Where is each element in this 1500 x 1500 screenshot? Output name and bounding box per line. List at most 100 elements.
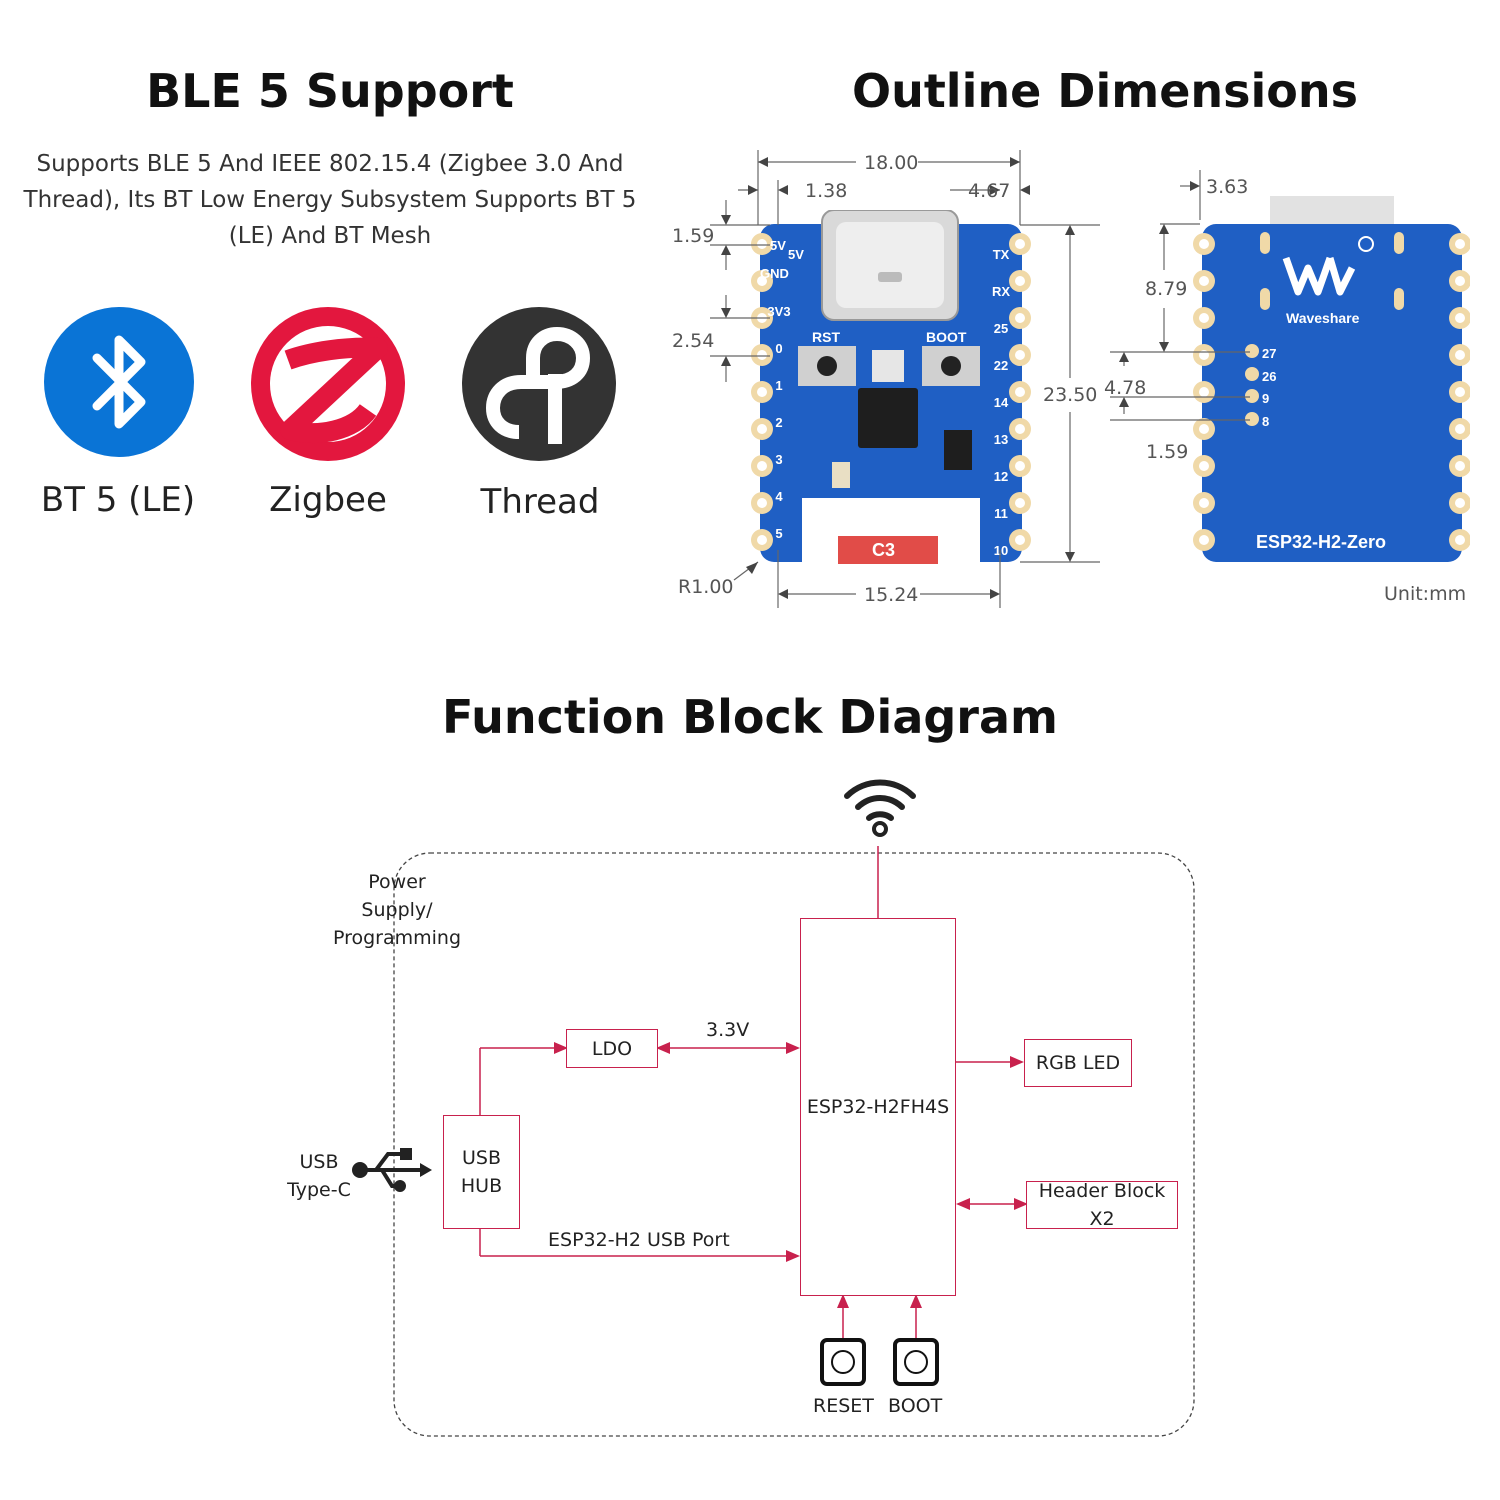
dim-top-offset: 1.59: [672, 225, 715, 247]
back-pin-label: 8: [1262, 413, 1270, 429]
ldo-block: LDO: [566, 1029, 658, 1068]
dim-left-offset: 1.38: [805, 180, 848, 202]
back-pin-label: 9: [1262, 391, 1270, 406]
pin-label: 14: [993, 395, 1009, 410]
front-dimension-lines: [710, 150, 1100, 608]
pin-label: 5V: [770, 238, 786, 253]
usb-hub-line: USB: [461, 1147, 501, 1169]
zigbee-label: Zigbee: [269, 480, 387, 520]
arrow-reset: [837, 1294, 849, 1308]
board-back: [1193, 196, 1470, 562]
usb-hub-block: USB HUB: [443, 1115, 520, 1229]
dim-height-total: 23.50: [1043, 384, 1098, 406]
back-test-pads: [1245, 344, 1259, 426]
power-supply-line: Power Supply/: [361, 871, 433, 921]
usb-port-label: ESP32-H2 USB Port: [548, 1229, 730, 1251]
bluetooth-label: BT 5 (LE): [40, 480, 196, 520]
usb-type-c-label: USB Type-C: [284, 1148, 354, 1204]
dim-corner-radius: R1.00: [678, 576, 734, 598]
pin-label: GND: [760, 266, 789, 281]
dim-width-total: 18.00: [864, 152, 919, 174]
pin-label: 12: [993, 469, 1009, 484]
bluetooth-icon: [44, 307, 194, 457]
back-pin-label: 26: [1262, 368, 1277, 384]
dim-pin-pitch: 2.54: [672, 330, 715, 352]
ble-description-line: Supports BLE 5 And IEEE 802.15.4 (Zigbee…: [36, 151, 624, 177]
boot-label-diagram: BOOT: [888, 1395, 943, 1417]
dim-back-top: 3.63: [1206, 176, 1249, 198]
antenna-label: C3: [872, 540, 896, 560]
soc-block: ESP32-H2FH4S: [800, 918, 956, 1296]
arrow-ldo-left: [656, 1042, 670, 1054]
diagram-title: Function Block Diagram: [442, 690, 1058, 744]
pin-label: 13: [993, 432, 1009, 447]
pin-5v: 5V: [788, 247, 804, 262]
reset-label: RESET: [813, 1395, 874, 1417]
arrow-to-rgb: [1010, 1056, 1024, 1068]
usb-type-c-line: Type-C: [287, 1179, 351, 1201]
pin-label: 5: [775, 526, 783, 541]
front-pins-left-col: GND: [760, 255, 800, 292]
ble-description: Supports BLE 5 And IEEE 802.15.4 (Zigbee…: [20, 146, 640, 254]
arrow-to-soc-usb: [786, 1250, 800, 1262]
ble-description-line: (LE) And BT Mesh: [228, 223, 432, 249]
usb-hub-line: HUB: [460, 1175, 503, 1197]
front-pins-right-col: TX RX 25 22 14 13 12 11 10: [986, 236, 1016, 569]
usb-icon: [352, 1148, 432, 1192]
arrow-to-ldo: [554, 1042, 568, 1054]
zigbee-icon: [251, 307, 405, 461]
pin-label: 10: [993, 543, 1009, 558]
rgb-led-block: RGB LED: [1024, 1039, 1132, 1087]
usb-type-c-line: USB: [299, 1151, 339, 1173]
waveshare-logo-icon: [1282, 256, 1356, 296]
arrow-header-right: [1014, 1198, 1028, 1210]
front-pins-left-col2: 3V3 0 1 2 3 4 5: [764, 293, 794, 552]
arrow-boot: [910, 1294, 922, 1308]
pin-label: RX: [991, 284, 1011, 299]
dim-back-879: 8.79: [1145, 278, 1188, 300]
dim-right-offset: 4.67: [968, 180, 1011, 202]
reset-button-icon: [820, 1338, 866, 1386]
antenna: [838, 536, 938, 564]
pin-label: 3V3: [767, 304, 791, 319]
dim-back-159: 1.59: [1146, 441, 1189, 463]
dim-back-478: 4.78: [1104, 377, 1147, 399]
wifi-icon: [844, 779, 916, 837]
ble-description-line: Thread), Its BT Low Energy Subsystem Sup…: [23, 187, 637, 213]
esp32-chip: [858, 388, 918, 448]
thread-label: Thread: [480, 482, 600, 522]
power-supply-label: Power Supply/ Programming: [330, 868, 464, 952]
usb-c-connector-back: [1270, 196, 1394, 228]
thread-icon: [462, 307, 616, 461]
pin-label: TX: [992, 247, 1010, 262]
ble-title: BLE 5 Support: [146, 64, 514, 118]
outline-title: Outline Dimensions: [851, 64, 1359, 118]
pin-label: 11: [994, 506, 1008, 521]
voltage-label: 3.3V: [706, 1019, 750, 1041]
pin-label: 25: [993, 321, 1009, 336]
pin-label: 2: [775, 415, 783, 430]
board-front: 5V: [751, 210, 1031, 564]
front-pin-labels-left: 5V: [756, 236, 804, 273]
pin-label: 4: [775, 489, 783, 504]
pin-label: 3: [775, 452, 783, 467]
back-model: ESP32-H2-Zero: [1256, 532, 1387, 552]
boot-button-icon: [893, 1338, 939, 1386]
back-pin-label: 27: [1262, 346, 1277, 361]
back-dimension-lines: [1110, 170, 1250, 421]
pin-label: 1: [775, 378, 783, 393]
unit-label: Unit:mm: [1384, 583, 1467, 605]
power-supply-line: Programming: [332, 927, 462, 949]
board-enclosure: [393, 852, 1195, 1437]
dim-bottom-width: 15.24: [864, 584, 919, 606]
back-pin-labels: 27 26 9 8: [1262, 343, 1276, 433]
arrow-to-soc-power: [786, 1042, 800, 1054]
back-brand: Waveshare: [1286, 310, 1360, 326]
header-block: Header Block X2: [1026, 1180, 1178, 1230]
rst-label: RST: [812, 329, 840, 345]
arrow-header-left: [956, 1198, 970, 1210]
pin-label: 0: [775, 341, 783, 356]
boot-label: BOOT: [926, 329, 967, 345]
pin-label: 22: [993, 358, 1009, 373]
